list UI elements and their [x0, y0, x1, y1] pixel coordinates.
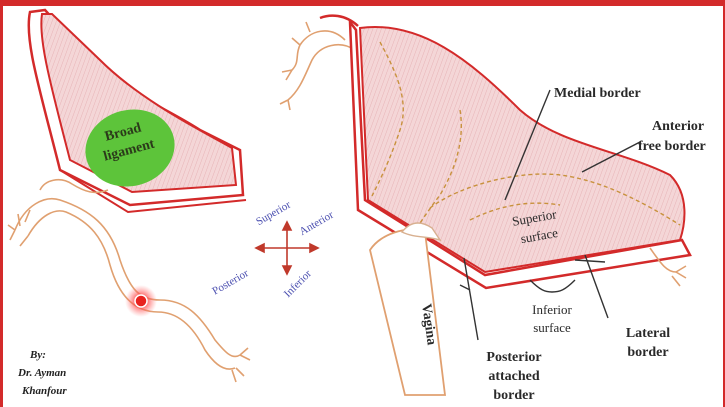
- orient-posterior: Posterior: [210, 267, 251, 297]
- orient-anterior: Anterior: [297, 209, 336, 238]
- posterior-attached-border-label-1: Posterior: [486, 350, 541, 365]
- anterior-free-border-label-1: Anterior: [652, 119, 704, 134]
- medial-border-label: Medial border: [554, 86, 641, 101]
- anterior-free-border-label-2: free border: [638, 139, 706, 154]
- inferior-surface-label-1: Inferior: [532, 302, 572, 317]
- posterior-attached-border-label-3: border: [493, 388, 534, 403]
- inferior-surface-label-2: surface: [533, 320, 571, 335]
- credit-line1: By:: [29, 349, 46, 361]
- credit-line2: Dr. Ayman: [17, 367, 66, 379]
- uterine-tube-right-fimbriae: [280, 22, 355, 110]
- location-marker: [125, 285, 157, 317]
- lateral-border-label-2: border: [627, 345, 668, 360]
- credit-line3: Khanfour: [21, 385, 67, 397]
- posterior-attached-border-label-2: attached: [488, 369, 540, 384]
- lateral-border-label-1: Lateral: [626, 326, 670, 341]
